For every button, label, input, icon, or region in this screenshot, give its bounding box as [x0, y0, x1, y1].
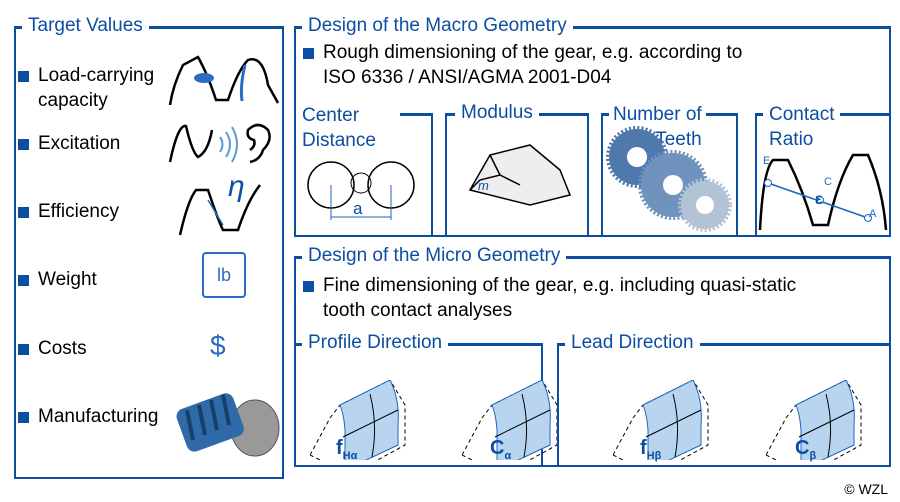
c-beta-label: Cβ [795, 437, 817, 462]
profile-slope-deviation-icon [310, 380, 406, 460]
modulus-title: Modulus [455, 102, 539, 124]
eta-symbol: η [228, 170, 245, 203]
gear-tooth-stress-icon [168, 55, 280, 105]
f-h-alpha-label: fHα [336, 437, 358, 462]
efficiency-tooth-icon [178, 184, 261, 236]
item-weight: Weight [38, 269, 97, 290]
modulus-panel [444, 114, 589, 237]
profile-direction-title: Profile Direction [302, 332, 449, 354]
lead-direction-title: Lead Direction [565, 332, 700, 354]
point-c: C [824, 176, 832, 188]
f-h-beta-label: fHβ [640, 437, 662, 462]
macro-bullet: Rough dimensioning of the gear, e.g. acc… [323, 42, 743, 88]
micro-title: Design of the Micro Geometry [302, 245, 567, 267]
center-distance-panel [293, 114, 433, 237]
hob-cutter-icon [176, 393, 280, 457]
c-alpha-label: Cα [490, 437, 512, 462]
macro-title: Design of the Macro Geometry [302, 15, 573, 37]
modulus-tooth-icon [468, 144, 572, 206]
center-distance-a: a [353, 199, 363, 218]
gears-icon [606, 126, 732, 232]
contact-ratio-icon [758, 153, 888, 231]
center-distance-icon [307, 161, 415, 220]
ear-noise-icon [168, 123, 271, 164]
item-costs: Costs [38, 338, 87, 359]
item-excitation: Excitation [38, 133, 121, 154]
weight-icon: lb [202, 252, 246, 298]
lead-slope-deviation-icon [613, 380, 709, 460]
profile-crowning-icon [462, 380, 558, 460]
item-efficiency: Efficiency [38, 201, 119, 222]
number-of-teeth-panel [600, 114, 738, 237]
contact-ratio-panel [754, 114, 891, 237]
target-values-title: Target Values [22, 15, 149, 37]
item-manufacturing: Manufacturing [38, 406, 159, 427]
micro-bullet: Fine dimensioning of the gear, e.g. incl… [323, 275, 797, 321]
point-a: A [869, 208, 877, 220]
modulus-m: m [478, 178, 489, 193]
point-e: E [763, 155, 771, 167]
target-values-panel [13, 27, 284, 479]
dollar-icon: $ [210, 330, 226, 361]
epsilon-symbol: ε [815, 191, 823, 208]
lead-direction-panel [556, 344, 891, 467]
copyright: © WZL [844, 481, 888, 497]
